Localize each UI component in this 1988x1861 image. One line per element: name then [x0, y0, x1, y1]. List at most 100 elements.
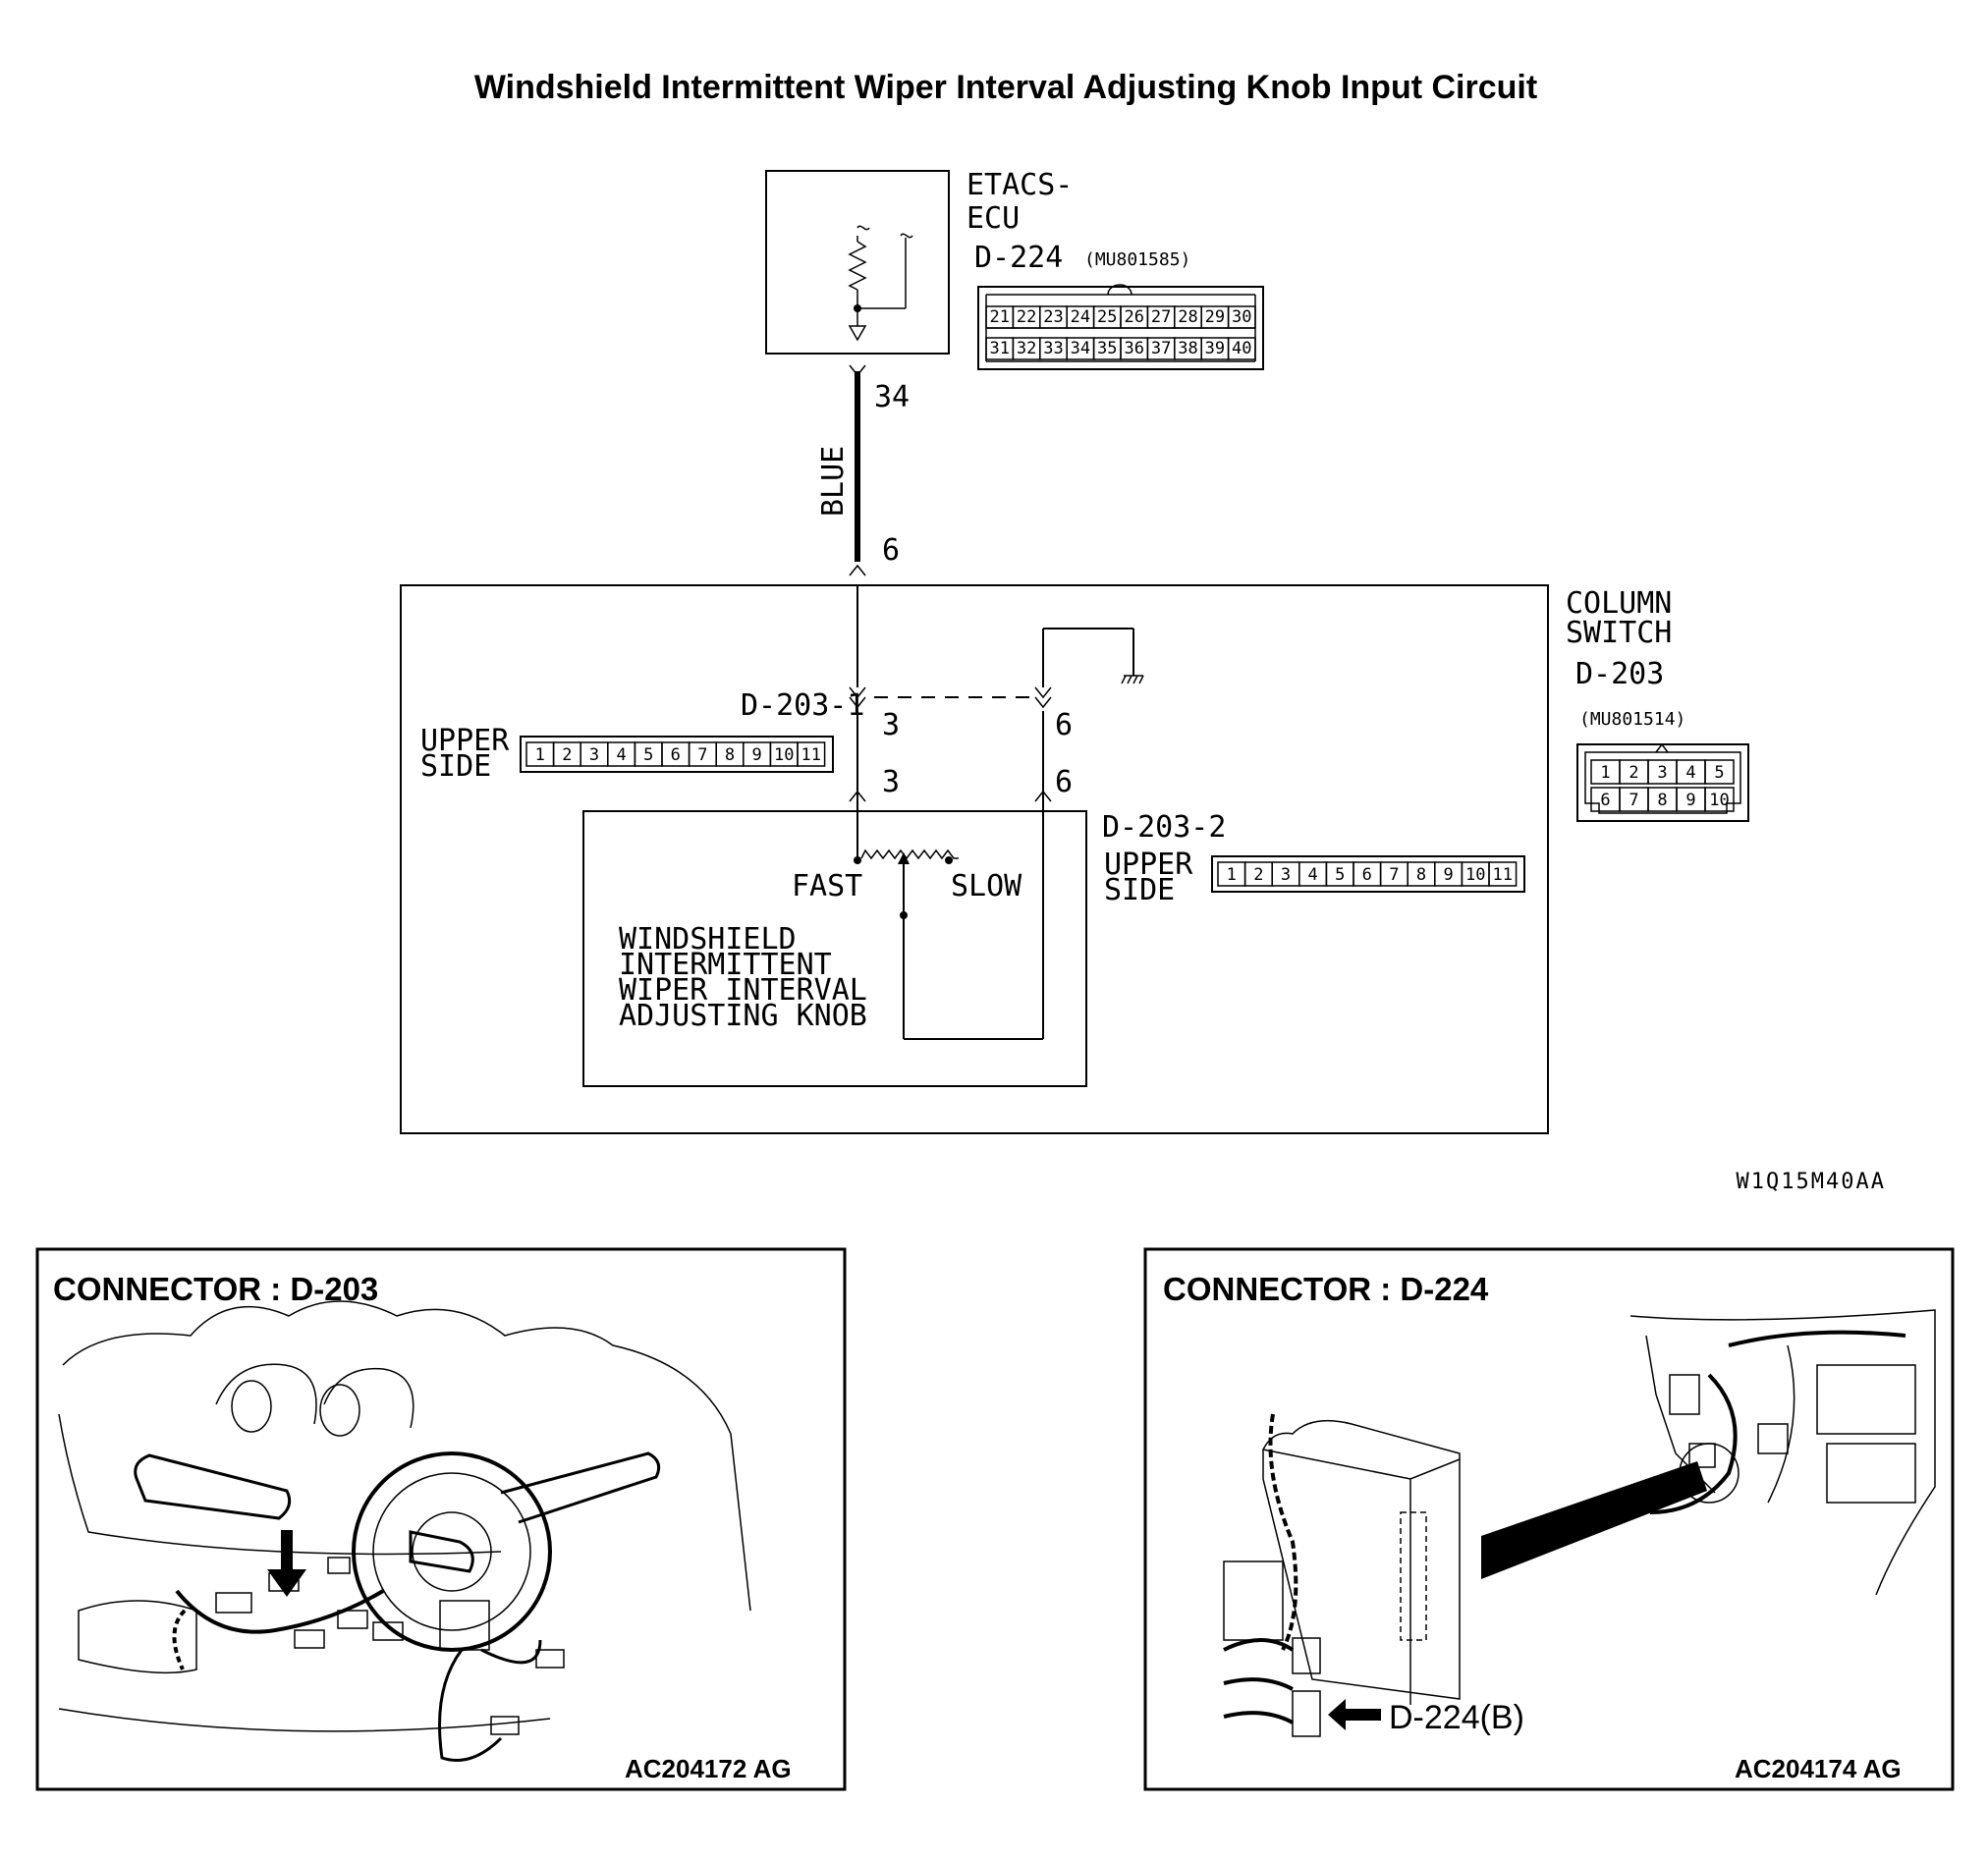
sub1-pin-left-upper: 3	[882, 708, 900, 742]
ecu-pin-bottom-number: 40	[1232, 339, 1251, 358]
sub2-pin-number: 10	[1465, 865, 1485, 885]
wire-color-label: BLUE	[816, 446, 851, 517]
panel-right-code: AC204174 AG	[1735, 1754, 1902, 1783]
panel-right-caption: CONNECTOR : D-224	[1163, 1271, 1489, 1307]
panel-left-caption: CONNECTOR : D-203	[53, 1271, 378, 1307]
sub1-pin-number: 9	[751, 745, 761, 765]
column-switch-connector-id: D-203	[1575, 657, 1664, 691]
column-switch-part-number: (MU801514)	[1579, 709, 1685, 730]
sub2-pin-number: 9	[1443, 865, 1453, 885]
etacs-ecu-box	[765, 170, 950, 355]
ecu-pin-top-number: 30	[1232, 307, 1251, 327]
knob-name-line2: INTERMITTENT	[619, 948, 832, 982]
cs-pin-bottom-number: 7	[1629, 791, 1638, 810]
switch-pin-6: 6	[882, 533, 900, 568]
connector-d203-arrow	[267, 1530, 306, 1597]
ecu-pin-bottom-cell	[1227, 337, 1256, 360]
cs-pin-bottom-number: 9	[1685, 791, 1695, 810]
sub-connector-1-label: D-203-1	[741, 688, 864, 723]
zoom-wedge	[1481, 1461, 1707, 1579]
ecu-pin-bottom-number: 33	[1043, 339, 1063, 358]
interval-adjusting-knob: FAST SLOW WINDSHIELD INTERMITTENT WIPER …	[582, 810, 1087, 1087]
sub-connector-2-label: D-203-2	[1102, 810, 1226, 845]
ecu-part-number: (MU801585)	[1084, 249, 1190, 270]
ecu-pin-bottom-number: 31	[989, 339, 1009, 358]
sub1-pin-number: 5	[643, 745, 653, 765]
cs-pin-bottom-number: 8	[1657, 791, 1667, 810]
sub1-pin-number: 8	[725, 745, 735, 765]
ecu-pin-bottom-number: 36	[1124, 339, 1143, 358]
ecu-pin-bottom-number: 37	[1151, 339, 1171, 358]
sub1-pin-number: 3	[589, 745, 599, 765]
knob-box	[582, 810, 1087, 1087]
cs-pin-bottom-cell	[1704, 787, 1735, 812]
steering-column-illustration	[58, 1300, 751, 1762]
cs-pin-bottom-number: 10	[1709, 791, 1729, 810]
sub2-pin-number: 8	[1416, 865, 1426, 885]
ecu-pin-bottom-number: 39	[1205, 339, 1225, 358]
ecu-pin-bottom-number: 38	[1178, 339, 1197, 358]
sub1-pin-left-lower: 3	[882, 765, 900, 799]
ecu-name-line1: ETACS-	[966, 168, 1073, 202]
cs-pin-bottom-number: 6	[1600, 791, 1610, 810]
connector-d224-callout: D-224(B)	[1389, 1699, 1524, 1736]
ecu-connector-id: D-224	[974, 241, 1063, 275]
column-switch-name-line2: SWITCH	[1566, 616, 1672, 650]
cs-pin-top-number: 2	[1629, 763, 1638, 783]
sub2-pin-number: 5	[1335, 865, 1345, 885]
cs-pin-top-cell	[1704, 759, 1735, 785]
sub1-pin-number: 4	[616, 745, 626, 765]
sub2-pin-cell	[1488, 861, 1518, 887]
sub2-side-line1: UPPER	[1104, 848, 1193, 882]
knob-fast-label: FAST	[792, 869, 862, 903]
sub1-side-line2: SIDE	[420, 749, 491, 784]
ecu-pin-top-number: 28	[1178, 307, 1197, 327]
ecu-name-line2: ECU	[966, 201, 1020, 236]
sub1-pin-number: 10	[774, 745, 794, 765]
sub1-pin-number: 6	[671, 745, 681, 765]
ecu-pin-top-cell	[1227, 305, 1256, 329]
ecu-internal-resistor	[848, 225, 913, 342]
sub2-pin-number: 7	[1389, 865, 1399, 885]
connector-d224-panel: CONNECTOR : D-224	[1143, 1247, 1955, 1791]
sub2-pin-number: 11	[1493, 865, 1513, 885]
cs-pin-top-number: 4	[1685, 763, 1695, 783]
sub2-pin-number: 2	[1253, 865, 1263, 885]
sub1-pin-right-lower: 6	[1055, 765, 1073, 799]
blue-wire: BLUE 34 6	[816, 364, 910, 576]
sub2-pin-number: 4	[1307, 865, 1317, 885]
knob-name-line3: WIPER INTERVAL	[619, 973, 867, 1008]
cs-pin-top-number: 5	[1714, 763, 1724, 783]
connector-d224-arrow	[1328, 1699, 1381, 1730]
ecu-pin-top-number: 21	[989, 307, 1009, 327]
ecu-pin-top-number: 26	[1124, 307, 1143, 327]
panel-left-code: AC204172 AG	[625, 1754, 792, 1783]
sub1-pin-cell	[797, 741, 826, 767]
ecu-pin-bottom-number: 35	[1097, 339, 1117, 358]
ecu-pin-top-number: 25	[1097, 307, 1117, 327]
column-switch-name-line1: COLUMN	[1566, 586, 1672, 621]
diagram-title: Windshield Intermittent Wiper Interval A…	[474, 69, 1537, 106]
knob-slow-label: SLOW	[951, 869, 1022, 903]
sub1-pin-right-upper: 6	[1055, 708, 1073, 742]
ecu-pin-top-number: 29	[1205, 307, 1225, 327]
sub1-pin-number: 2	[562, 745, 572, 765]
ecu-box-illustration	[1223, 1413, 1461, 1737]
ecu-pin-bottom-number: 32	[1017, 339, 1036, 358]
ecu-pin-top-number: 27	[1151, 307, 1171, 327]
drawing-code: W1Q15M40AA	[1737, 1170, 1886, 1194]
sub1-pin-number: 7	[697, 745, 707, 765]
column-switch-box	[400, 584, 1549, 1134]
ecu-pin-34: 34	[874, 380, 910, 414]
cs-pin-top-number: 3	[1657, 763, 1667, 783]
ecu-pin-bottom-number: 34	[1071, 339, 1090, 358]
sub2-side-line2: SIDE	[1104, 873, 1175, 907]
sub1-side-line1: UPPER	[420, 724, 510, 758]
sub2-pin-number: 3	[1281, 865, 1291, 885]
ecu-pin-top-number: 24	[1071, 307, 1090, 327]
